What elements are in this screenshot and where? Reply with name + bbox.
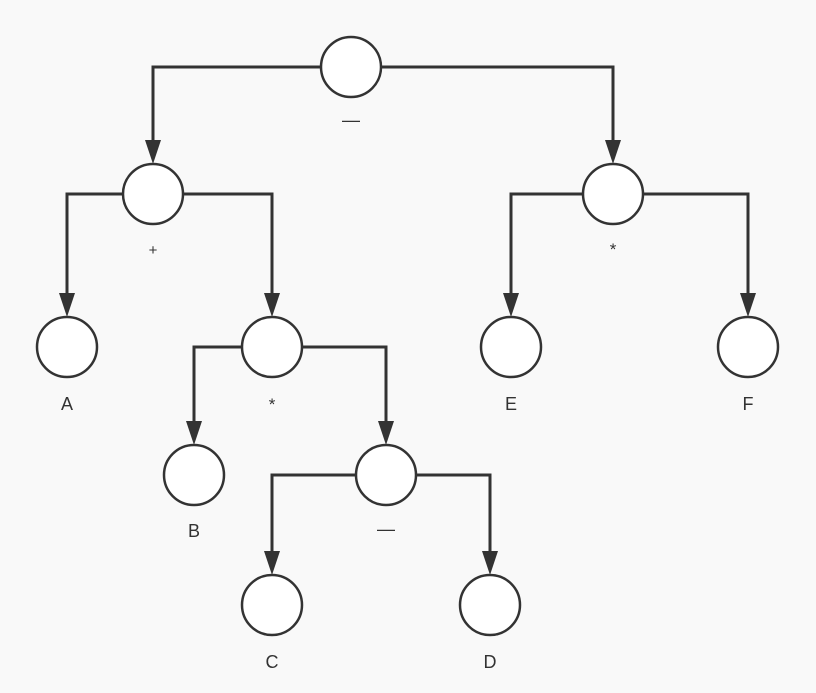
node-C: C bbox=[240, 573, 304, 672]
edges-layer bbox=[59, 65, 756, 575]
edge-times-right-to-E bbox=[509, 192, 583, 295]
node-label: C bbox=[266, 652, 279, 672]
node-minus-root: — bbox=[319, 35, 383, 130]
arrowhead-icon bbox=[605, 140, 621, 164]
node-E: E bbox=[479, 315, 543, 414]
node-F: F bbox=[716, 315, 780, 414]
node-label: * bbox=[269, 395, 276, 414]
node-label: B bbox=[188, 521, 200, 541]
edge-minus-low-to-D bbox=[416, 473, 492, 553]
edge-minus-root-to-times-right bbox=[381, 65, 615, 142]
node-B: B bbox=[162, 443, 226, 541]
node-times-mid: * bbox=[240, 315, 304, 414]
node-plus: + bbox=[121, 162, 185, 259]
arrowhead-icon bbox=[145, 140, 161, 164]
edge-minus-low-to-C bbox=[270, 473, 356, 553]
edge-plus-to-A bbox=[65, 192, 123, 295]
arrowhead-icon bbox=[378, 421, 394, 445]
edge-times-right-to-F bbox=[643, 192, 750, 295]
arrowhead-icon bbox=[264, 551, 280, 575]
arrowhead-icon bbox=[503, 293, 519, 317]
node-D: D bbox=[458, 573, 522, 672]
arrowhead-icon bbox=[186, 421, 202, 445]
arrowhead-icon bbox=[59, 293, 75, 317]
arrowhead-icon bbox=[740, 293, 756, 317]
node-label: F bbox=[743, 394, 754, 414]
node-label: — bbox=[377, 519, 395, 539]
edge-plus-to-times-mid bbox=[183, 192, 274, 295]
arrowhead-icon bbox=[482, 551, 498, 575]
arrowhead-icon bbox=[264, 293, 280, 317]
node-label: A bbox=[61, 394, 73, 414]
node-times-right: * bbox=[581, 162, 645, 259]
edge-times-mid-to-minus-low bbox=[302, 345, 388, 423]
edge-times-mid-to-B bbox=[192, 345, 242, 423]
node-label: D bbox=[484, 652, 497, 672]
node-label: E bbox=[505, 394, 517, 414]
node-minus-low: — bbox=[354, 443, 418, 539]
edge-minus-root-to-plus bbox=[151, 65, 321, 142]
node-A: A bbox=[35, 315, 99, 414]
node-label: * bbox=[610, 240, 617, 259]
node-label: — bbox=[342, 110, 360, 130]
node-label: + bbox=[149, 242, 158, 259]
